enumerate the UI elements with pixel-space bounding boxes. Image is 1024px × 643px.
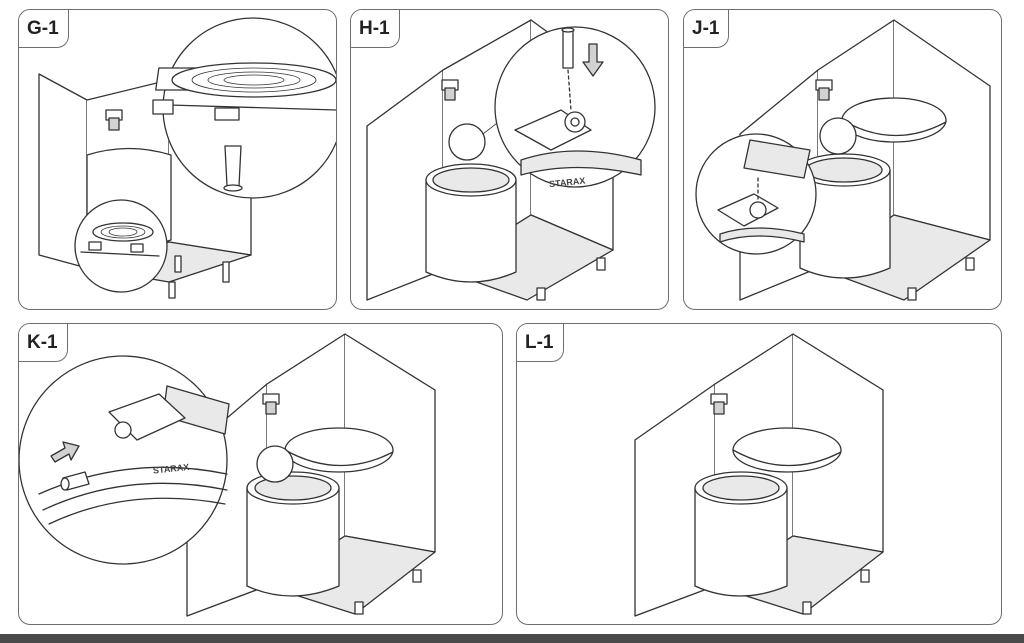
cabinet-legs bbox=[354, 569, 422, 615]
step-l1-illustration bbox=[634, 333, 884, 617]
detail-circle-large bbox=[152, 17, 336, 199]
cabinet-legs bbox=[536, 257, 606, 301]
panel-label-k1: K-1 bbox=[19, 324, 68, 362]
detail-circle-large: STARAX bbox=[19, 355, 230, 565]
bin-body bbox=[797, 153, 891, 279]
cabinet-legs bbox=[802, 569, 870, 615]
panel-label-g1: G-1 bbox=[19, 10, 69, 48]
step-h1-illustration: STARAX bbox=[366, 19, 656, 301]
panel-k1: K-1 bbox=[18, 323, 503, 625]
panel-l1: L-1 bbox=[516, 323, 1002, 625]
hinge-icon bbox=[710, 393, 728, 415]
bin-body bbox=[246, 471, 340, 597]
step-j1-illustration bbox=[695, 19, 991, 301]
hinge-icon bbox=[262, 393, 280, 415]
arrow-right-icon bbox=[50, 441, 80, 463]
brand-mark: STARAX bbox=[549, 176, 586, 190]
cabinet-legs bbox=[907, 257, 975, 301]
panel-label-h1: H-1 bbox=[351, 10, 400, 48]
panel-h1: H-1 STARAX bbox=[350, 9, 669, 310]
hinge-icon bbox=[105, 109, 123, 131]
hinge-icon bbox=[815, 79, 833, 101]
panel-j1: J-1 bbox=[683, 9, 1002, 310]
detail-circle-large bbox=[494, 26, 656, 188]
step-g1-illustration bbox=[38, 17, 336, 299]
leg-detail bbox=[224, 145, 242, 187]
detail-spot-circle bbox=[448, 123, 486, 161]
panel-label-l1: L-1 bbox=[517, 324, 564, 362]
brand-mark: STARAX bbox=[152, 462, 189, 476]
bin-body bbox=[694, 471, 788, 597]
pin-detail bbox=[562, 29, 574, 69]
panel-label-j1: J-1 bbox=[684, 10, 730, 48]
bin-body bbox=[425, 163, 517, 283]
arrow-down-icon bbox=[582, 43, 604, 77]
detail-spot-circle bbox=[819, 117, 857, 155]
hinge-icon bbox=[441, 79, 459, 101]
bottom-bar bbox=[0, 634, 1024, 643]
detail-circle-small bbox=[74, 199, 168, 293]
detail-spot-circle bbox=[256, 445, 294, 483]
panel-g1: G-1 bbox=[18, 9, 337, 310]
step-k1-illustration: STARAX bbox=[19, 333, 436, 617]
detail-circle-large bbox=[695, 133, 817, 255]
